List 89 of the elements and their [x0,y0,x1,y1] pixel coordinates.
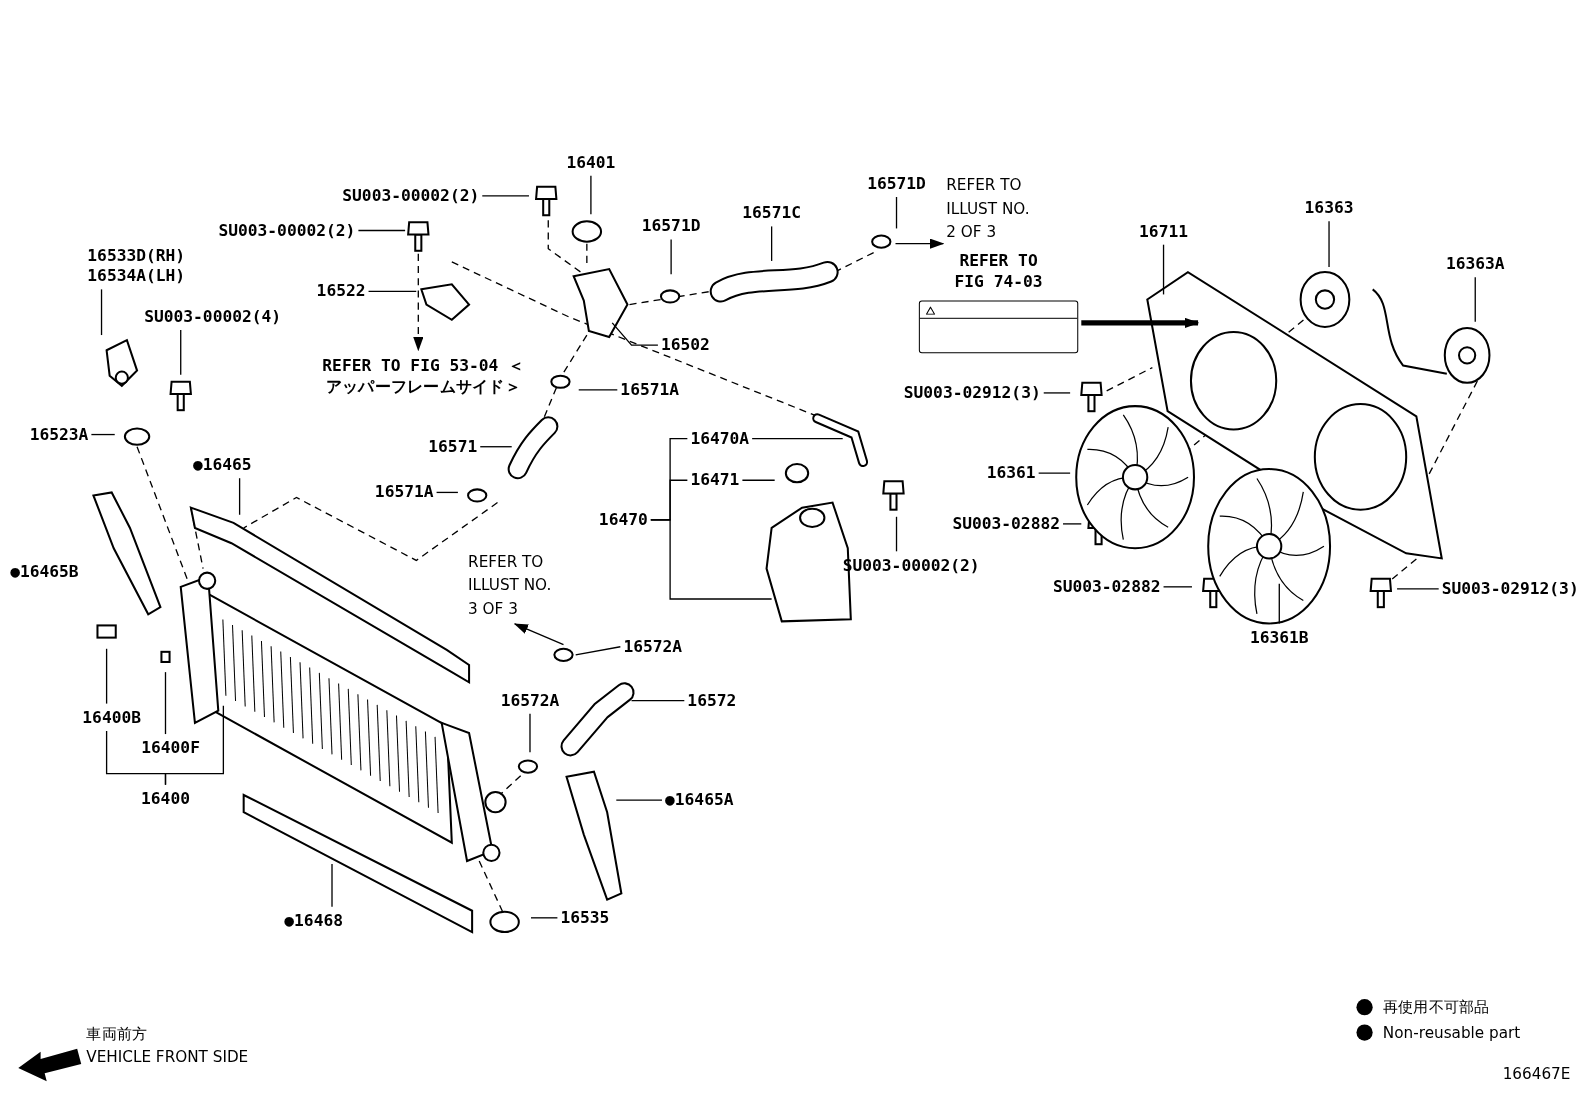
leader-line [1278,583,1280,625]
figure-number: 166467E [1502,1064,1571,1085]
part-number: ●16465 [192,454,252,476]
part-number: 16571A [374,482,434,503]
leader-line [180,329,182,376]
clamp-ring [553,647,574,662]
part-number: 16363A [1445,253,1505,275]
leader-line [331,863,333,908]
part-number: SU003-02912(3) [1441,578,1579,600]
part-number: 16571C [742,203,801,224]
part-number: SU003-00002(4) [144,306,282,327]
leader-line [630,699,685,702]
leader-line [575,646,621,656]
leader-line [590,175,592,215]
part-number: 16400 [141,788,190,810]
leader-line [90,433,116,436]
part-number: 16363 [1304,198,1354,219]
part-number: SU003-02882 [1052,576,1161,597]
part-number: ●16465A [665,789,734,811]
arrow [513,623,565,646]
part-number: 16571D [641,216,701,237]
part-number: 16522 [316,281,366,302]
part-number: 16523A [29,424,89,445]
arrow [894,238,945,249]
leader-line [670,238,672,275]
leader-line [895,196,898,230]
bolt-drawing [407,221,430,252]
leader-line [105,648,108,705]
arrow [1081,317,1200,328]
leader-line [479,446,513,448]
arrow [413,253,424,352]
reference-note: REFER TO FIG 74-03 [953,249,1044,293]
leader-line [1038,472,1071,474]
part-number: 16571D [867,173,926,194]
leader-line [1043,392,1071,394]
direction-label: VEHICLE FRONT SIDE [86,1046,249,1068]
part-number: SU003-00002(2) [342,185,480,207]
leader-line [1328,220,1330,268]
part-number: 16572A [500,690,560,711]
reference-note: REFER TO ILLUST NO. 3 OF 3 [468,550,562,621]
leader-line [741,479,776,481]
part-number: ●16468 [284,910,343,932]
leader-line [1396,588,1440,590]
legend-label: 再使用不可部品 [1382,997,1490,1018]
leader-line [529,713,531,753]
part-number: SU003-02912(3) [903,382,1041,404]
part-number: ●16465B [10,561,79,582]
part-number: 16400F [141,738,200,759]
leader-line [530,917,559,919]
part-number: 16401 [566,152,616,173]
part-number: 16470 [598,509,648,530]
leader-line [578,389,618,391]
legend-label: Non-reusable part [1382,1022,1521,1043]
part-number: 16535 [560,907,610,928]
leader-line [751,437,844,440]
leader-line [611,322,659,346]
leader-line [650,519,773,600]
part-number: SU003-00002(2) [218,220,356,241]
leader-line [1474,276,1476,323]
leader-line [435,491,459,494]
leader-line [367,290,417,293]
leader-line [164,705,225,786]
leader-line [357,229,406,232]
part-number: SU003-02882 [952,513,1060,535]
leader-line [100,288,103,336]
leader-line [1062,523,1082,525]
leader-line [770,225,773,262]
leader-line [1162,244,1165,296]
part-number: 16571A [620,379,680,401]
part-number: 16502 [660,335,710,356]
reference-note: REFER TO FIG 53-04 ＜アッパーフレームサイド＞ [299,354,548,397]
part-number: 16711 [1139,221,1188,242]
part-number: 16572A [623,636,683,657]
leader-line [895,516,898,552]
part-number: 16400B [82,707,141,728]
part-number: 16470A [690,428,750,449]
part-number: 16361 [986,463,1036,484]
part-number: 16572 [687,690,737,711]
part-number: 16571 [428,436,478,457]
part-number: 16471 [690,470,740,491]
part-number: 16533D(RH) 16534A(LH) [87,245,220,287]
leader-line [164,671,167,735]
reference-note: REFER TO ILLUST NO. 2 OF 3 [946,174,1040,245]
part-number: 16361B [1249,627,1309,648]
leader-line [615,799,663,801]
direction-label: 車両前方 [86,1023,148,1044]
leader-line [1162,586,1193,588]
leader-line [238,477,241,516]
leader-line [481,195,530,197]
